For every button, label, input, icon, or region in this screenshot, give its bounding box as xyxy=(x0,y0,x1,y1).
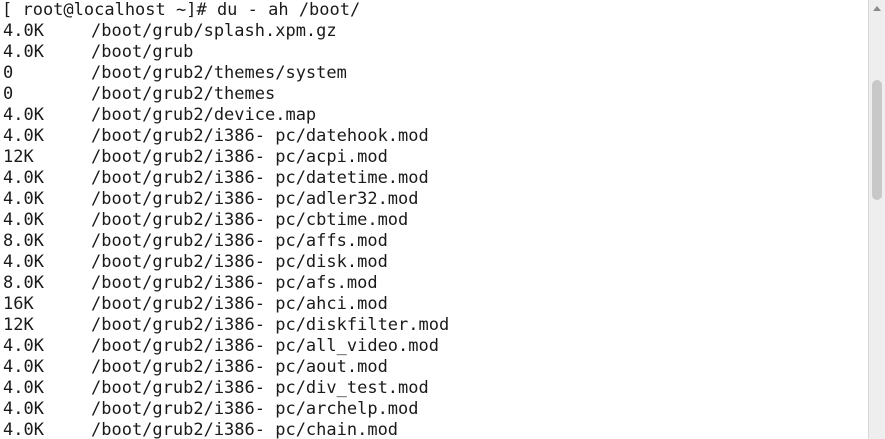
file-path: /boot/grub2/i386- pc/all_video.mod xyxy=(91,336,439,356)
file-path: /boot/grub2/i386- pc/adler32.mod xyxy=(91,189,419,209)
file-path: /boot/grub2/i386- pc/disk.mod xyxy=(91,252,388,272)
output-row: 12K/boot/grub2/i386- pc/diskfilter.mod xyxy=(0,315,868,336)
file-path: /boot/grub2/i386- pc/aout.mod xyxy=(91,357,388,377)
output-row: 4.0K/boot/grub2/i386- pc/chain.mod xyxy=(0,420,868,439)
output-row: 4.0K/boot/grub2/i386- pc/div_test.mod xyxy=(0,378,868,399)
file-path: /boot/grub2/i386- pc/affs.mod xyxy=(91,231,388,251)
file-size: 4.0K xyxy=(3,210,44,230)
file-path: /boot/grub2/i386- pc/datehook.mod xyxy=(91,126,429,146)
output-row: 4.0K/boot/grub2/i386- pc/archelp.mod xyxy=(0,399,868,420)
file-size: 4.0K xyxy=(3,126,44,146)
file-path: /boot/grub2/i386- pc/div_test.mod xyxy=(91,378,429,398)
output-row: 8.0K/boot/grub2/i386- pc/affs.mod xyxy=(0,231,868,252)
file-size: 8.0K xyxy=(3,273,44,293)
file-path: /boot/grub/splash.xpm.gz xyxy=(91,21,337,41)
file-path: /boot/grub2/i386- pc/acpi.mod xyxy=(91,147,388,167)
output-row: 0/boot/grub2/themes/system xyxy=(0,63,868,84)
file-size: 0 xyxy=(3,63,14,83)
file-path: /boot/grub2/themes xyxy=(91,84,276,104)
output-row: 4.0K/boot/grub2/i386- pc/cbtime.mod xyxy=(0,210,868,231)
file-path: /boot/grub2/i386- pc/chain.mod xyxy=(91,420,399,439)
file-size: 4.0K xyxy=(3,189,44,209)
file-path: /boot/grub2/i386- pc/diskfilter.mod xyxy=(91,315,450,335)
file-size: 12K xyxy=(3,147,34,167)
file-path: /boot/grub2/i386- pc/cbtime.mod xyxy=(91,210,409,230)
file-size: 4.0K xyxy=(3,168,44,188)
file-size: 0 xyxy=(3,84,14,104)
file-size: 4.0K xyxy=(3,42,44,62)
file-size: 4.0K xyxy=(3,378,44,398)
file-size: 4.0K xyxy=(3,336,44,356)
file-path: /boot/grub2/device.map xyxy=(91,105,317,125)
file-size: 4.0K xyxy=(3,399,44,419)
output-row: 4.0K/boot/grub2/i386- pc/adler32.mod xyxy=(0,189,868,210)
output-row: 4.0K/boot/grub xyxy=(0,42,868,63)
output-row: 16K/boot/grub2/i386- pc/ahci.mod xyxy=(0,294,868,315)
file-size: 4.0K xyxy=(3,105,44,125)
output-row: 12K/boot/grub2/i386- pc/acpi.mod xyxy=(0,147,868,168)
file-path: /boot/grub2/i386- pc/archelp.mod xyxy=(91,399,419,419)
output-row: 4.0K/boot/grub2/i386- pc/datetime.mod xyxy=(0,168,868,189)
file-path: /boot/grub2/i386- pc/ahci.mod xyxy=(91,294,388,314)
file-path: /boot/grub2/i386- pc/datetime.mod xyxy=(91,168,429,188)
file-path: /boot/grub xyxy=(91,42,194,62)
output-row: 4.0K/boot/grub2/i386- pc/datehook.mod xyxy=(0,126,868,147)
file-size: 4.0K xyxy=(3,21,44,41)
prompt-line: [ root@localhost ~]# du - ah /boot/ xyxy=(0,0,868,21)
output-row: 0/boot/grub2/themes xyxy=(0,84,868,105)
file-path: /boot/grub2/themes/system xyxy=(91,63,347,83)
file-size: 12K xyxy=(3,315,34,335)
output-row: 4.0K/boot/grub2/i386- pc/disk.mod xyxy=(0,252,868,273)
output-row: 4.0K/boot/grub2/i386- pc/aout.mod xyxy=(0,357,868,378)
file-size: 4.0K xyxy=(3,357,44,377)
file-size: 16K xyxy=(3,294,34,314)
output-row: 4.0K/boot/grub2/device.map xyxy=(0,105,868,126)
shell-prompt: [ root@localhost ~]# xyxy=(2,0,217,20)
command-text: du - ah /boot/ xyxy=(216,0,361,20)
output-row: 4.0K/boot/grub2/i386- pc/all_video.mod xyxy=(0,336,868,357)
file-size: 4.0K xyxy=(3,252,44,272)
file-size: 4.0K xyxy=(3,420,44,439)
output-row: 4.0K/boot/grub/splash.xpm.gz xyxy=(0,21,868,42)
file-path: /boot/grub2/i386- pc/afs.mod xyxy=(91,273,378,293)
file-size: 8.0K xyxy=(3,231,44,251)
output-row: 8.0K/boot/grub2/i386- pc/afs.mod xyxy=(0,273,868,294)
vertical-scrollbar[interactable] xyxy=(868,0,885,439)
scrollbar-thumb[interactable] xyxy=(872,80,882,200)
scroll-up-arrow-icon[interactable] xyxy=(873,6,881,11)
